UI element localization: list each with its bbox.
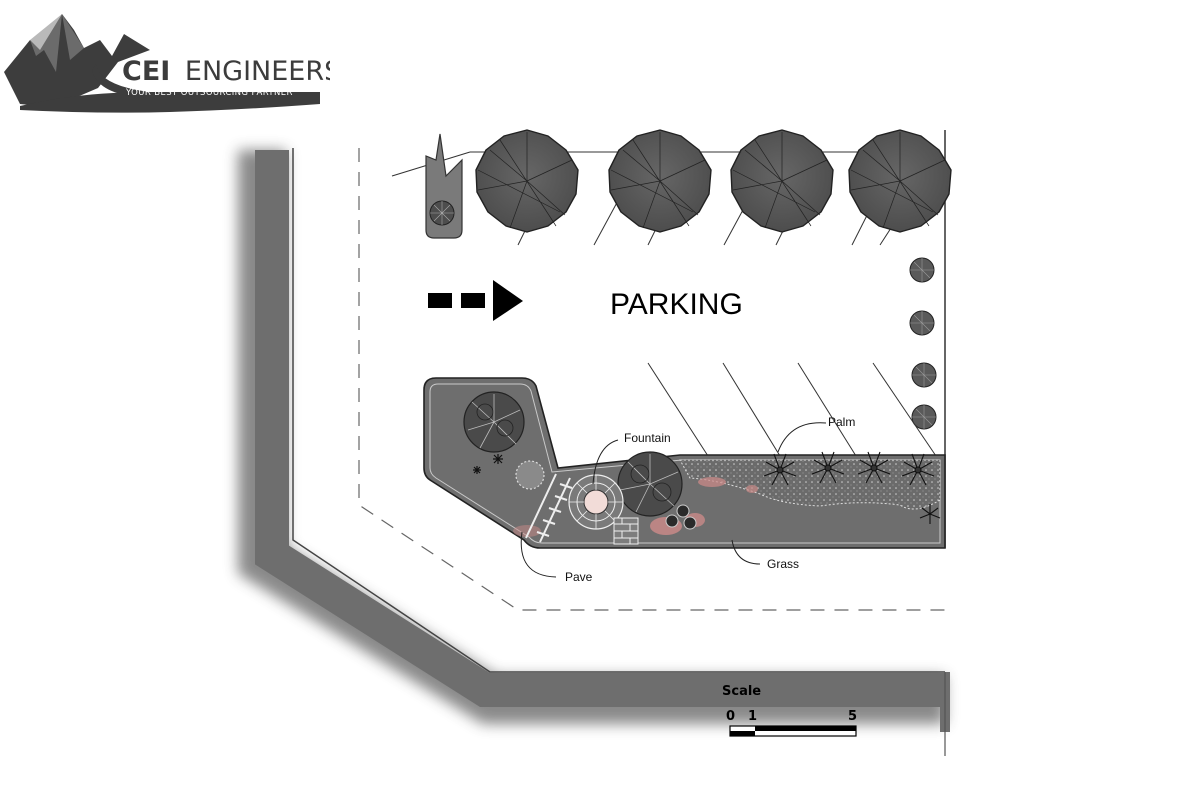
lower-stalls: [647, 362, 937, 457]
tree-canopy-icon: [475, 129, 579, 233]
scale-tick-0: 0: [726, 709, 735, 724]
shrub-icon: [909, 257, 935, 283]
side-shrubs: [909, 257, 937, 430]
mountain-logo-icon: [4, 14, 320, 113]
shrub-icon: [909, 310, 935, 336]
upper-island: [425, 133, 463, 239]
road: [238, 148, 950, 756]
tree-canopy-icon: [848, 129, 952, 233]
pave-path: [525, 473, 573, 543]
leader-lines: [520, 422, 827, 578]
logo-tagline: YOUR BEST OUTSOURCING PARTNER: [125, 88, 293, 98]
parking-label: PARKING: [610, 288, 743, 321]
parking-boundary: [358, 130, 946, 611]
canopy-trees: [475, 129, 952, 233]
palm-icon: [811, 451, 845, 484]
logo-brand: CEI ENGINEERS: [122, 56, 330, 87]
brick-pavers: [613, 517, 639, 545]
palm-icon: [857, 451, 891, 484]
upper-stalls: [391, 151, 940, 246]
palm-icon: [901, 453, 935, 486]
planter-icon: [515, 460, 545, 490]
palm-icon: [763, 453, 797, 486]
scale-bar: Scale 0 1 5: [722, 684, 857, 737]
logo-brand-bold: CEI: [122, 56, 170, 87]
landscape-bed: [423, 377, 946, 549]
palm-icons: [763, 451, 941, 524]
scale-tick-1: 1: [748, 709, 757, 724]
flower-icon: [473, 454, 503, 474]
palm-label: Palm: [828, 415, 855, 429]
direction-arrow-icon: [428, 280, 523, 321]
palm-icon: [919, 504, 941, 524]
tree-icon: [617, 451, 683, 517]
tree-canopy-icon: [608, 129, 712, 233]
fountain-label: Fountain: [624, 431, 671, 445]
cei-logo: CEI ENGINEERS YOUR BEST OUTSOURCING PART…: [4, 14, 330, 113]
scale-tick-5: 5: [848, 709, 857, 724]
grass-label: Grass: [767, 557, 799, 571]
pave-label: Pave: [565, 570, 593, 584]
tree-icon: [463, 391, 525, 453]
scale-title: Scale: [722, 684, 761, 699]
logo-brand-rest: ENGINEERS: [185, 56, 330, 87]
shrub-icon: [911, 362, 937, 388]
tree-canopy-icon: [730, 129, 834, 233]
boulders-icon: [665, 504, 697, 530]
fountain-icon: [568, 474, 624, 530]
shrub-icon: [911, 404, 937, 430]
